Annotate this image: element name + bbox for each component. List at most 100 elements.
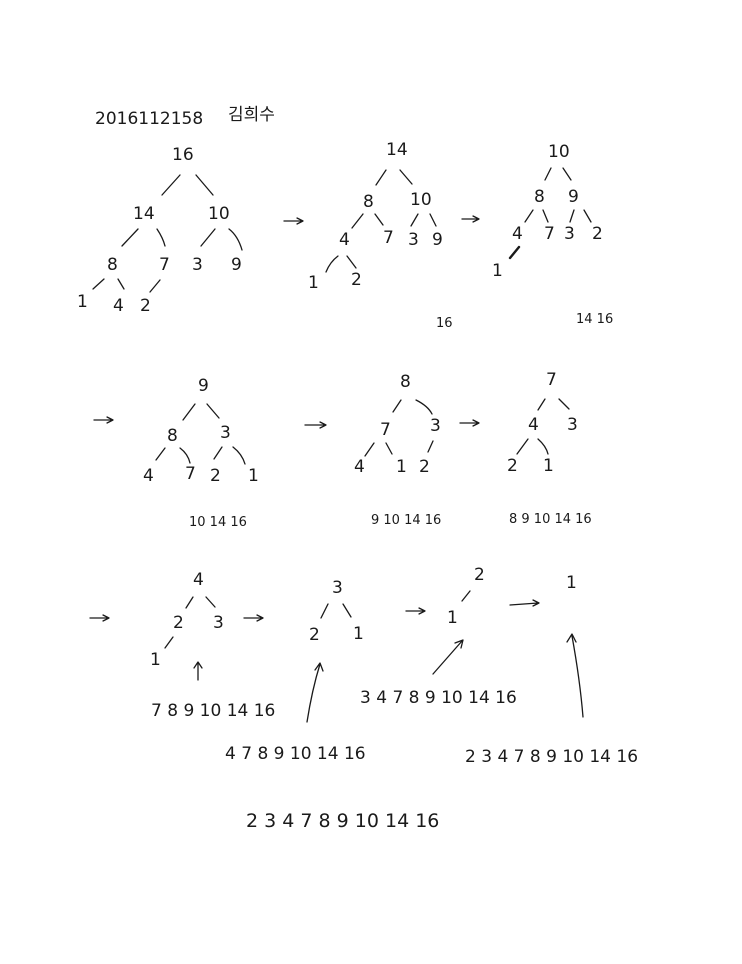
tree-node: 4 (193, 570, 204, 590)
tree-edge (156, 228, 166, 247)
tree-edge (569, 209, 575, 223)
tree-node: 3 (213, 613, 224, 633)
tree-node: 2 (592, 224, 603, 244)
tree-node: 1 (543, 456, 554, 476)
tree-edge (206, 403, 220, 419)
student-name: 김희수 (228, 105, 275, 125)
tree-node: 2 (173, 613, 184, 633)
tree-node: 7 (380, 420, 391, 440)
tree-edge (121, 228, 139, 247)
tree-edge (399, 169, 413, 185)
tree-edge (351, 213, 364, 229)
tree-node: 1 (248, 466, 259, 486)
tree-edge (320, 603, 329, 619)
tree-edge (537, 438, 549, 455)
tree-node: 7 (544, 224, 555, 244)
tree-edge (117, 278, 125, 290)
tree-node: 4 (113, 296, 124, 316)
tree-node: 2 (140, 296, 151, 316)
sorted-list: 16 (436, 316, 453, 331)
tree-edge (542, 209, 549, 223)
heap-step-9: 2 1 3 4 7 8 9 10 14 16 (360, 565, 517, 708)
tree-edge (364, 442, 375, 457)
heap-step-3: 10 8 9 4 7 3 2 1 14 16 (492, 142, 613, 327)
tree-node: 1 (308, 273, 319, 293)
heap-step-2: 14 8 10 4 7 3 9 1 2 16 (308, 140, 453, 331)
tree-node: 10 (410, 190, 432, 210)
tree-edge (232, 446, 246, 465)
tree-edge (179, 447, 191, 464)
tree-node: 1 (150, 650, 161, 670)
tree-node: 4 (512, 224, 523, 244)
tree-node: 4 (339, 230, 350, 250)
sorted-list: 2 3 4 7 8 9 10 14 16 (465, 747, 638, 767)
heap-step-4: 9 8 3 4 7 2 1 10 14 16 (143, 376, 259, 530)
arrow-up-icon (432, 639, 464, 675)
tree-node: 14 (133, 204, 155, 224)
arrow-up-icon (306, 662, 324, 723)
tree-node: 16 (172, 145, 194, 165)
tree-edge (346, 255, 357, 269)
tree-edge (544, 167, 552, 181)
tree-node: 9 (432, 230, 443, 250)
tree-edge (562, 167, 572, 181)
arrow-icon (304, 421, 327, 429)
tree-edge (508, 245, 521, 260)
tree-node: 8 (363, 192, 374, 212)
tree-node: 3 (408, 230, 419, 250)
tree-edge (558, 398, 570, 410)
tree-edge (195, 174, 214, 196)
tree-node: 14 (386, 140, 408, 160)
arrow-icon (243, 614, 264, 622)
tree-edge (392, 399, 402, 413)
tree-node: 7 (383, 228, 394, 248)
tree-edge (583, 209, 592, 223)
tree-node: 7 (185, 464, 196, 484)
arrow-icon (283, 217, 304, 225)
tree-node: 8 (534, 187, 545, 207)
tree-node: 2 (507, 456, 518, 476)
tree-node: 4 (143, 466, 154, 486)
tree-edge (185, 596, 194, 609)
tree-edge (182, 403, 196, 421)
arrow-icon (93, 416, 114, 424)
tree-node: 7 (546, 370, 557, 390)
tree-edge (342, 603, 352, 618)
tree-edge (228, 228, 243, 251)
arrow-icon (459, 419, 480, 427)
tree-edge (516, 438, 529, 455)
tree-node: 9 (231, 255, 242, 275)
sorted-list: 9 10 14 16 (371, 513, 441, 528)
tree-node: 8 (167, 426, 178, 446)
tree-edge (385, 442, 393, 455)
tree-node: 4 (354, 457, 365, 477)
arrow-up-icon (193, 661, 203, 681)
arrow-icon (461, 215, 480, 223)
heap-step-1: 16 14 10 8 7 3 9 1 4 2 (77, 145, 243, 316)
tree-edge (375, 169, 387, 186)
sorted-list: 3 4 7 8 9 10 14 16 (360, 688, 517, 708)
tree-node: 2 (419, 457, 430, 477)
tree-edge (155, 447, 166, 461)
tree-edge (374, 213, 384, 226)
tree-node: 8 (400, 372, 411, 392)
tree-node: 7 (159, 255, 170, 275)
tree-node: 2 (210, 466, 221, 486)
tree-edge (537, 398, 546, 411)
tree-node: 9 (568, 187, 579, 207)
sorted-list: 7 8 9 10 14 16 (151, 701, 275, 721)
tree-edge (429, 213, 437, 227)
tree-edge (410, 213, 419, 227)
tree-edge (524, 209, 534, 223)
tree-node: 2 (474, 565, 485, 585)
arrow-icon (405, 607, 426, 615)
tree-edge (415, 399, 433, 415)
tree-node: 3 (567, 415, 578, 435)
tree-edge (427, 440, 434, 453)
tree-node: 2 (309, 625, 320, 645)
tree-node: 3 (220, 423, 231, 443)
tree-node: 1 (353, 624, 364, 644)
heap-step-10: 1 2 3 4 7 8 9 10 14 16 (465, 573, 638, 767)
tree-node: 3 (430, 416, 441, 436)
tree-edge (213, 446, 223, 460)
